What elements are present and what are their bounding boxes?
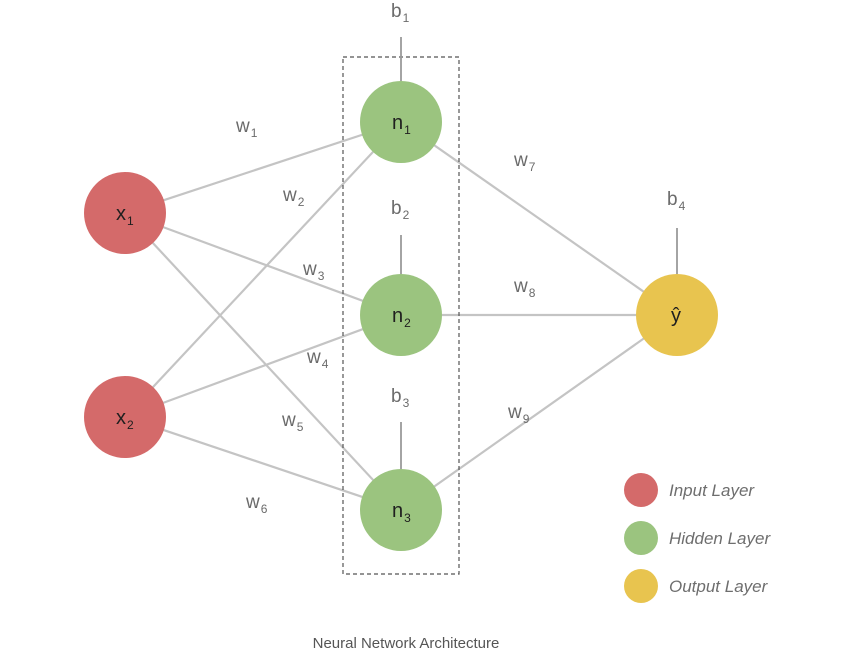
bias-label-b2-base: b	[391, 198, 402, 219]
weight-label-w8-base: w	[513, 276, 528, 297]
node-label-y: ŷ	[671, 305, 681, 327]
bias-label-b2-subscript: 2	[403, 208, 410, 222]
node-n1	[360, 81, 442, 163]
weight-label-w7-base: w	[513, 150, 528, 171]
weight-label-w5-subscript: 5	[297, 420, 304, 434]
bias-label-b3-subscript: 3	[403, 396, 410, 410]
edges-layer	[124, 120, 678, 512]
weight-label-w1: w1	[235, 116, 258, 140]
node-label-n3-base: n	[392, 500, 403, 522]
node-label-n2-subscript: 2	[404, 316, 411, 330]
edge-x2-n3	[124, 415, 402, 512]
node-n3	[360, 469, 442, 551]
node-x1	[84, 172, 166, 254]
legend-swatch-1	[624, 521, 658, 555]
weight-label-w7: w7	[513, 150, 536, 174]
weight-label-w2-subscript: 2	[298, 195, 305, 209]
edge-x1-n1	[124, 120, 402, 215]
weight-label-w4-base: w	[306, 347, 321, 368]
node-label-x2-base: x	[116, 407, 126, 429]
bias-label-b4-subscript: 4	[679, 199, 686, 213]
weight-label-w8: w8	[513, 276, 536, 300]
weight-label-w6-base: w	[245, 492, 260, 513]
weight-label-w2-base: w	[282, 185, 297, 206]
weight-label-w1-subscript: 1	[251, 126, 258, 140]
edge-x1-n2	[124, 211, 402, 317]
weight-label-w8-subscript: 8	[529, 286, 536, 300]
edge-x2-n1	[124, 121, 402, 418]
weight-label-w3-subscript: 3	[318, 269, 325, 283]
node-y	[636, 274, 718, 356]
bias-label-b1: b1	[391, 1, 410, 25]
weight-label-w1-base: w	[235, 116, 250, 137]
node-label-x1-subscript: 1	[127, 214, 134, 228]
weight-label-w4: w4	[306, 347, 329, 371]
weight-label-w6-subscript: 6	[261, 502, 268, 516]
bias-label-b2: b2	[391, 198, 410, 222]
node-label-n1-subscript: 1	[404, 123, 411, 137]
edge-n3-y	[400, 314, 678, 511]
weight-label-w9-subscript: 9	[523, 412, 530, 426]
node-label-x1-base: x	[116, 203, 126, 225]
node-label-x2-subscript: 2	[127, 418, 134, 432]
edge-x2-n2	[124, 313, 402, 419]
node-label-n1: n1	[392, 112, 411, 137]
edge-n1-y	[400, 121, 678, 316]
node-label-n3-subscript: 3	[404, 511, 411, 525]
weight-label-w9-base: w	[507, 402, 522, 423]
weight-label-w2: w2	[282, 185, 305, 209]
node-label-n2: n2	[392, 305, 411, 330]
weight-label-w7-subscript: 7	[529, 160, 536, 174]
weight-label-w9: w9	[507, 402, 530, 426]
legend-swatch-2	[624, 569, 658, 603]
weight-label-w3: w3	[302, 259, 325, 283]
legend-label-0: Input Layer	[669, 481, 755, 500]
bias-label-b4: b4	[667, 189, 686, 213]
node-x2	[84, 376, 166, 458]
node-label-n2-base: n	[392, 305, 403, 327]
weight-label-w5: w5	[281, 410, 304, 434]
node-label-n1-base: n	[392, 112, 403, 134]
node-label-x2: x2	[116, 407, 134, 432]
bias-label-b1-base: b	[391, 1, 402, 22]
legend-swatch-0	[624, 473, 658, 507]
bias-label-b3-base: b	[391, 386, 402, 407]
node-n2	[360, 274, 442, 356]
weight-label-w5-base: w	[281, 410, 296, 431]
weight-label-w6: w6	[245, 492, 268, 516]
legend-label-1: Hidden Layer	[669, 529, 771, 548]
weight-label-w4-subscript: 4	[322, 357, 329, 371]
bias-label-b4-base: b	[667, 189, 678, 210]
node-label-x1: x1	[116, 203, 134, 228]
edge-x1-n3	[124, 212, 402, 511]
bias-label-b1-subscript: 1	[403, 11, 410, 25]
node-label-y-base: ŷ	[671, 305, 681, 327]
legend-label-2: Output Layer	[669, 577, 769, 596]
node-label-n3: n3	[392, 500, 411, 525]
bias-label-b3: b3	[391, 386, 410, 410]
weight-label-w3-base: w	[302, 259, 317, 280]
diagram-caption: Neural Network Architecture	[312, 635, 500, 652]
